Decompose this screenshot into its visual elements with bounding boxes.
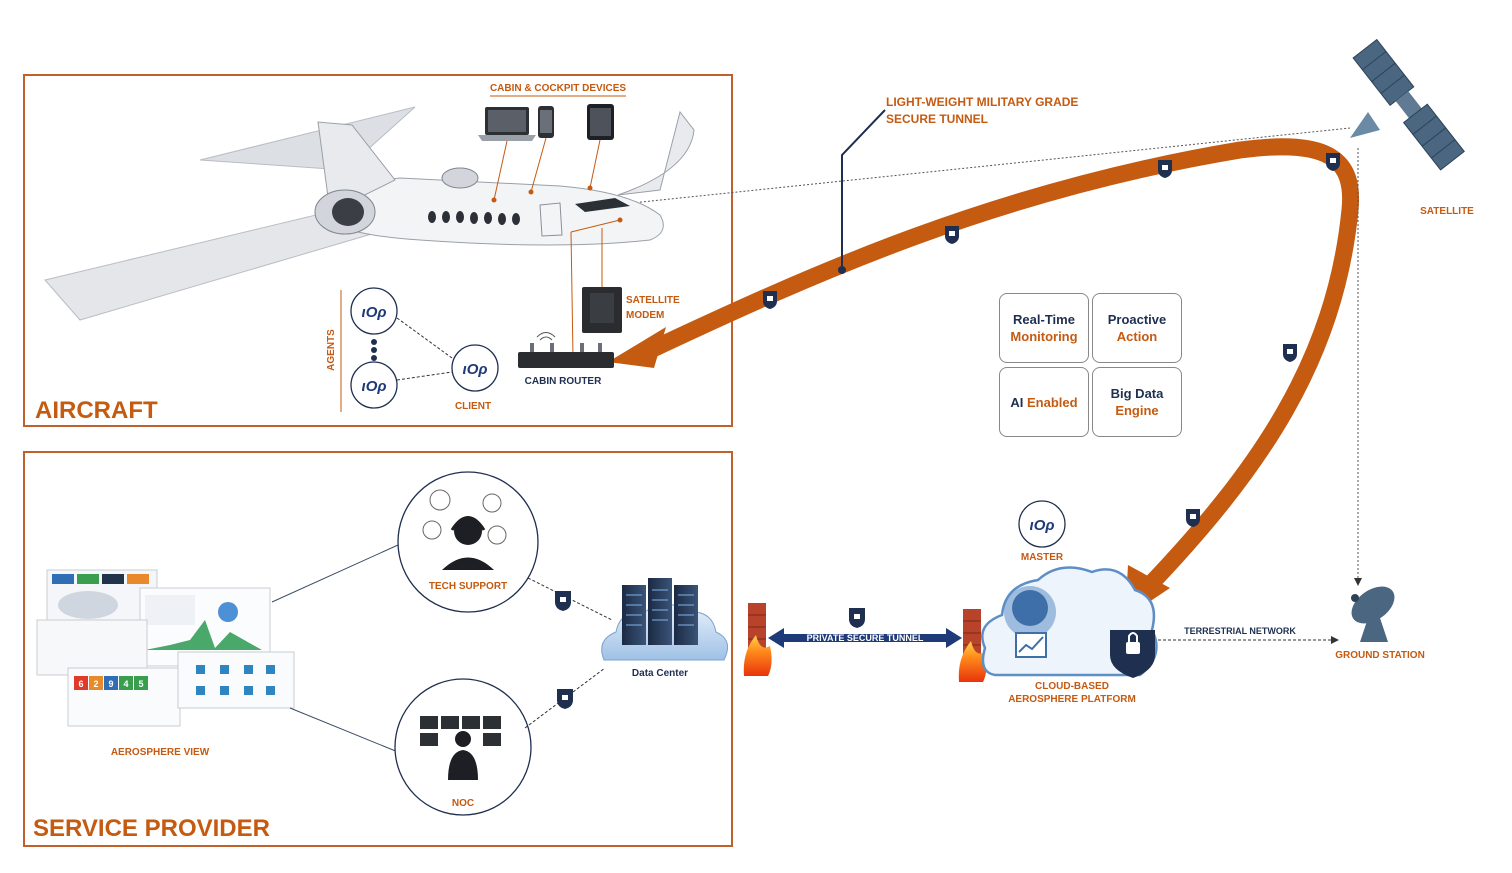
dashboard-tile-5: 5	[138, 679, 143, 689]
terrestrial-label: TERRESTRIAL NETWORK	[1184, 626, 1296, 636]
firewall-icon-left	[743, 603, 772, 676]
agents-label: AGENTS	[326, 329, 337, 371]
agent-client-link-top	[396, 317, 453, 359]
data-center-icon	[601, 578, 729, 661]
cabin-router-icon	[518, 332, 614, 368]
private-tunnel-label: PRIVATE SECURE TUNNEL	[807, 633, 924, 643]
aircraft-region	[23, 74, 733, 427]
laptop-icon	[478, 107, 536, 141]
feature-line2: Action	[1116, 329, 1158, 344]
feature-line2: Enabled	[1027, 394, 1078, 410]
dashboard-tile-3: 9	[108, 679, 113, 689]
cabin-router-label: CABIN ROUTER	[525, 376, 602, 387]
aerosphere-dashboard-screenshots	[36, 569, 295, 727]
cloud-platform-icon	[981, 566, 1158, 678]
svg-text:ιΟρ: ιΟρ	[463, 361, 488, 378]
airplane-icon	[44, 106, 695, 321]
svg-text:ιΟρ: ιΟρ	[362, 378, 387, 395]
device-connectors	[493, 137, 621, 358]
aircraft-title: AIRCRAFT	[35, 397, 158, 424]
master-node: ιΟρ	[1018, 500, 1066, 548]
lock-icon	[1158, 160, 1172, 178]
tunnel-label-line1: LIGHT-WEIGHT MILITARY GRADE	[886, 95, 1078, 109]
dashboard-tile-1: 6	[78, 679, 83, 689]
lock-icon	[1326, 153, 1340, 171]
cabin-devices-label: CABIN & COCKPIT DEVICES	[490, 83, 626, 94]
data-center-label: Data Center	[632, 668, 688, 679]
private-tunnel-lock-icon	[849, 608, 865, 628]
dashboard-noc-link	[289, 707, 399, 753]
lock-icon	[763, 291, 777, 309]
satellite-icon	[1350, 38, 1465, 171]
agent-client-link-bottom	[396, 371, 453, 381]
master-label: MASTER	[1021, 552, 1064, 563]
agent-node-top: ιΟρ	[350, 287, 398, 335]
support-link-lock-icon	[555, 591, 571, 611]
firewall-icon-right	[958, 609, 987, 682]
aerosphere-view-label: AEROSPHERE VIEW	[111, 747, 210, 758]
service-provider-region	[23, 451, 733, 847]
noc-label: NOC	[452, 798, 474, 809]
satellite-label: SATELLITE	[1420, 206, 1474, 217]
phone-icon	[538, 106, 554, 138]
feature-line1: AI	[1010, 394, 1024, 410]
svg-text:ιΟρ: ιΟρ	[1030, 517, 1055, 534]
private-tunnel-arrow	[768, 628, 962, 648]
tech-support-label: TECH SUPPORT	[429, 581, 507, 592]
tunnel-label-line2: SECURE TUNNEL	[886, 112, 988, 126]
noc-node	[394, 678, 532, 816]
ground-station-label: GROUND STATION	[1335, 650, 1425, 661]
svg-text:ιΟρ: ιΟρ	[362, 304, 387, 321]
dashboard-tile-4: 4	[123, 679, 128, 689]
feature-line1: Proactive	[1107, 312, 1167, 327]
client-label: CLIENT	[455, 401, 491, 412]
cloud-platform-label-line1: CLOUD-BASED	[1035, 681, 1109, 692]
tunnel-lock-icons	[763, 153, 1340, 527]
feature-line1: Big Data	[1110, 386, 1164, 401]
feature-line1: Real-Time	[1013, 312, 1075, 327]
agent-node-bottom: ιΟρ	[350, 361, 398, 409]
feature-line2: Engine	[1115, 403, 1159, 418]
lock-icon	[1186, 509, 1200, 527]
tunnel-callout-line	[841, 109, 886, 270]
noc-link-lock-icon	[557, 689, 573, 709]
satellite-modem-label-line2: MODEM	[626, 310, 664, 321]
client-node: ιΟρ	[451, 344, 499, 392]
lock-icon	[1283, 344, 1297, 362]
satellite-modem-label-line1: SATELLITE	[626, 295, 680, 306]
dashboard-tile-2: 2	[93, 679, 98, 689]
lock-icon	[945, 226, 959, 244]
plane-satellite-link	[631, 127, 1351, 204]
dashboard-support-link	[271, 544, 399, 603]
satellite-modem-icon	[582, 287, 622, 333]
dashboard-tiles: 6 2 9 4 5	[74, 676, 148, 690]
cloud-platform-label-line2: AEROSPHERE PLATFORM	[1008, 694, 1136, 705]
tunnel-callout-dot	[838, 266, 846, 274]
tech-support-node	[397, 471, 539, 613]
feature-ai-enabled: AI Enabled	[999, 367, 1089, 437]
agents-ellipsis	[371, 339, 377, 361]
tablet-icon	[587, 104, 614, 140]
ground-station-icon	[1351, 586, 1395, 642]
secure-tunnel-arrow	[608, 138, 1360, 618]
service-provider-title: SERVICE PROVIDER	[33, 815, 270, 842]
feature-line2: Monitoring	[1010, 329, 1078, 344]
